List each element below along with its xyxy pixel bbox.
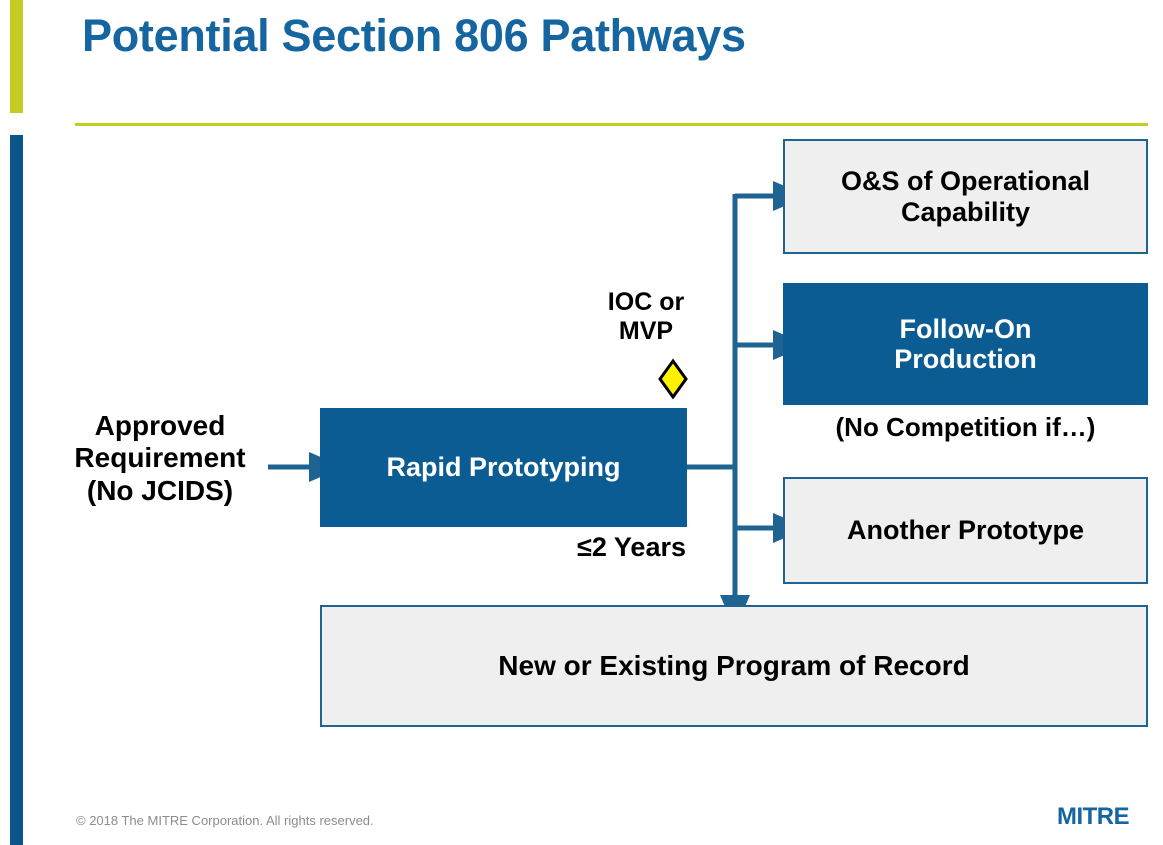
entry-requirement-label: Approved Requirement (No JCIDS) bbox=[20, 410, 300, 507]
follow-on-production-note: (No Competition if…) bbox=[835, 412, 1096, 442]
terminal-box-program-of-record[interactable]: New or Existing Program of Record bbox=[320, 605, 1148, 727]
outcome-o-and-s-line-2: Capability bbox=[900, 196, 1031, 227]
outcome-box-follow-on-production[interactable]: Follow-On Production bbox=[783, 283, 1148, 405]
mitre-logo-text: MITRE bbox=[1057, 803, 1130, 830]
decision-label-line-2: MVP bbox=[618, 317, 674, 345]
outcome-box-o-and-s-label: O&S of Operational Capability bbox=[841, 166, 1090, 227]
process-box-label: Rapid Prototyping bbox=[386, 452, 621, 483]
decision-label: IOC or MVP bbox=[586, 288, 706, 346]
outcome-box-another-prototype-label: Another Prototype bbox=[846, 515, 1084, 546]
outcome-box-follow-on-label: Follow-On Production bbox=[894, 314, 1037, 375]
process-box-rapid-prototyping[interactable]: Rapid Prototyping bbox=[320, 408, 687, 527]
outcome-follow-on-line-1: Follow-On bbox=[899, 313, 1032, 344]
entry-requirement-line-1: Approved bbox=[94, 410, 226, 441]
terminal-box-label: New or Existing Program of Record bbox=[498, 650, 970, 682]
entry-requirement-line-2: Requirement bbox=[74, 442, 246, 474]
accent-bar-blue bbox=[10, 135, 23, 845]
accent-bar-green bbox=[10, 0, 23, 113]
outcome-follow-on-line-2: Production bbox=[894, 344, 1037, 374]
outcome-box-another-prototype[interactable]: Another Prototype bbox=[783, 477, 1148, 584]
decision-label-line-1: IOC or bbox=[607, 288, 685, 316]
duration-note: ≤2 Years bbox=[577, 532, 686, 562]
mitre-logo: MITRE bbox=[1057, 803, 1130, 830]
copyright-text: © 2018 The MITRE Corporation. All rights… bbox=[76, 813, 374, 828]
outcome-box-o-and-s[interactable]: O&S of Operational Capability bbox=[783, 139, 1148, 254]
outcome-o-and-s-line-1: O&S of Operational bbox=[840, 166, 1091, 196]
page-title: Potential Section 806 Pathways bbox=[82, 10, 746, 61]
title-divider bbox=[75, 123, 1148, 126]
decision-diamond-icon bbox=[658, 358, 688, 400]
entry-requirement-line-3: (No JCIDS) bbox=[86, 474, 234, 506]
